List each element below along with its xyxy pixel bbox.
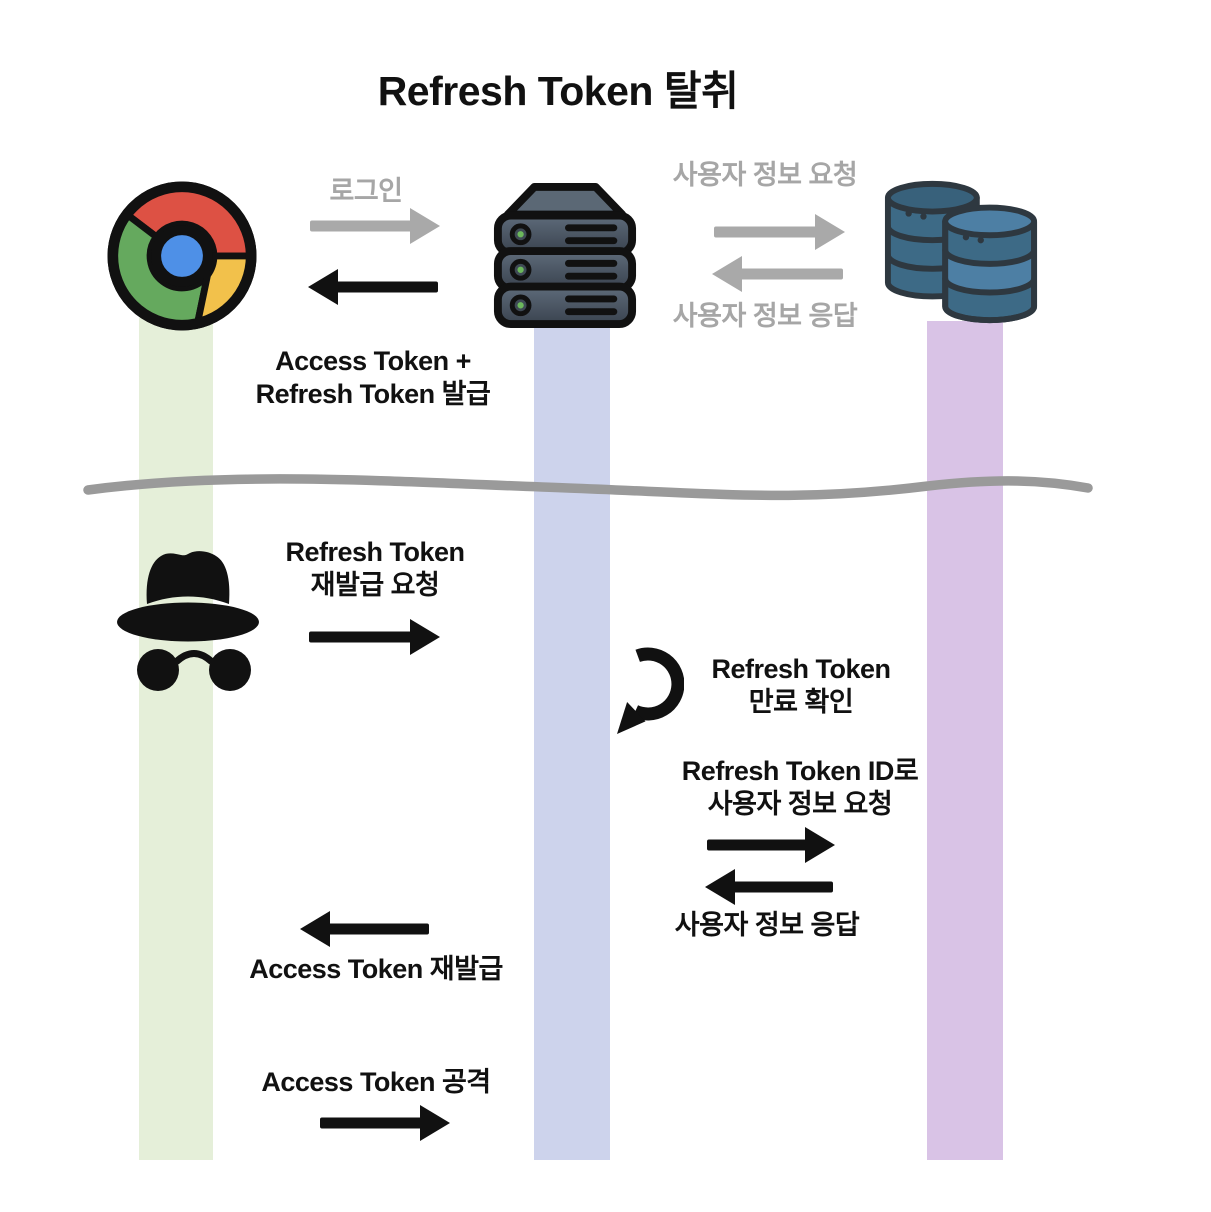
user-info-response-label-top: 사용자 정보 응답 — [672, 301, 858, 331]
chrome-center-dot — [151, 225, 213, 287]
server-stack-icon — [493, 182, 637, 328]
access-token-attack-label: Access Token 공격 — [261, 1067, 491, 1097]
id-user-info-request-label: Refresh Token ID로 사용자 정보 요청 — [681, 755, 919, 821]
arrow-head — [410, 208, 440, 244]
id-user-info-request-arrow — [705, 827, 835, 863]
user-info-response-arrow-top — [712, 256, 845, 292]
arrow-head — [805, 827, 835, 863]
arrow-head — [300, 911, 330, 947]
spy-incognito-icon — [117, 551, 259, 691]
server-slots — [565, 224, 618, 316]
refresh-reissue-line2: 재발급 요청 — [310, 570, 440, 600]
arrow-head — [705, 869, 735, 905]
database-lifeline — [927, 321, 1003, 1160]
user-info-request-label-top: 사용자 정보 요청 — [672, 160, 858, 190]
user-info-response-arrow-bottom — [705, 869, 835, 905]
access-token-attack-arrow — [318, 1105, 450, 1141]
chrome-browser-icon — [107, 181, 257, 331]
arrow-head — [712, 256, 742, 292]
user-info-request-arrow-top — [712, 214, 845, 250]
id-request-line1: Refresh Token ID로 — [681, 756, 919, 786]
arrow-head — [308, 269, 338, 305]
refresh-reissue-line1: Refresh Token — [285, 537, 465, 567]
arrow-head — [815, 214, 845, 250]
browser-lifeline — [139, 318, 213, 1160]
user-info-response-label-bottom: 사용자 정보 응답 — [674, 910, 860, 940]
section-divider — [83, 474, 1093, 501]
arrow-head — [410, 619, 440, 655]
token-issue-line2: Refresh Token 발급 — [255, 379, 491, 409]
access-token-reissue-arrow — [300, 911, 431, 947]
token-issue-arrow — [308, 269, 440, 305]
refresh-reissue-label: Refresh Token 재발급 요청 — [285, 536, 465, 602]
database-cylinders-icon — [884, 180, 1038, 324]
token-issue-line1: Access Token + — [275, 346, 471, 376]
token-issue-label: Access Token + Refresh Token 발급 — [256, 345, 491, 411]
server-leds — [509, 223, 532, 317]
diagram-title: Refresh Token 탈취 — [377, 68, 739, 114]
refresh-reissue-request-arrow — [307, 619, 440, 655]
arrow-head — [420, 1105, 450, 1141]
curved-arrow-icon — [617, 647, 684, 734]
expiry-check-line1: Refresh Token — [711, 654, 891, 684]
login-label: 로그인 — [329, 176, 403, 206]
access-token-reissue-label: Access Token 재발급 — [249, 954, 503, 984]
server-lifeline — [534, 327, 610, 1160]
login-arrow — [308, 208, 440, 244]
id-request-line2: 사용자 정보 요청 — [707, 789, 893, 819]
expiry-check-label: Refresh Token 만료 확인 — [711, 653, 891, 719]
expiry-check-line2: 만료 확인 — [748, 687, 854, 717]
